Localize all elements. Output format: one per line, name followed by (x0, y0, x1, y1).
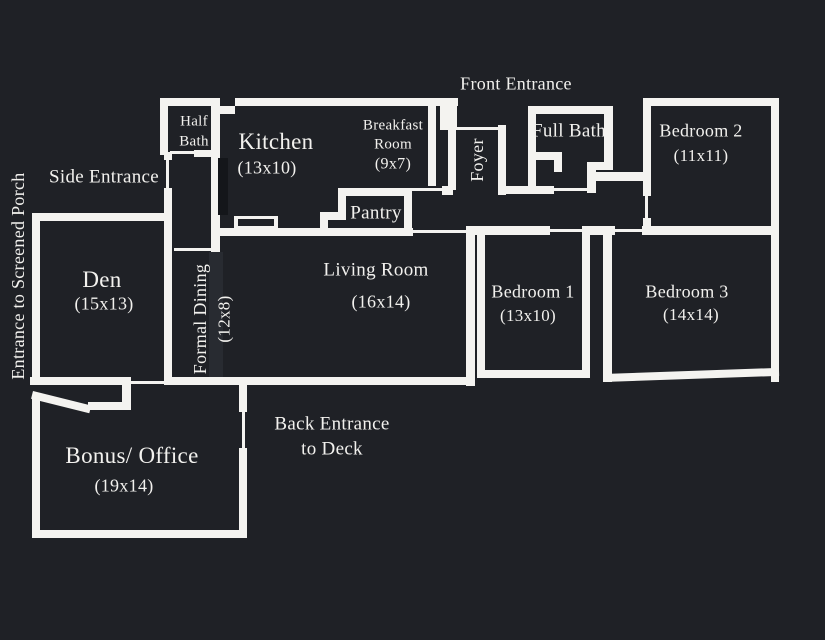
wall-segment (194, 150, 211, 157)
wall-segment (643, 98, 779, 106)
wall-segment (168, 377, 475, 385)
door-opening (166, 160, 169, 188)
wall-segment (320, 212, 346, 220)
wall-segment (88, 402, 129, 410)
wall-segment (448, 128, 456, 190)
wall-segment (164, 188, 172, 385)
formal-dining-label: Formal Dining (190, 263, 210, 375)
door-opening (457, 127, 498, 130)
door-opening (554, 188, 587, 191)
wall-inset (238, 219, 274, 226)
door-leaf (218, 158, 228, 215)
wall-segment (31, 391, 92, 414)
den-dims: (15x13) (74, 293, 134, 314)
wall-segment (596, 172, 643, 181)
back-entrance-label: Back Entrance to Deck (274, 412, 389, 461)
wall-segment (164, 152, 172, 160)
wall-segment (32, 213, 40, 381)
screened-porch-entrance-label: Entrance to Screened Porch (8, 172, 28, 380)
full-bath-label: Full Bath (532, 120, 606, 142)
side-entrance-label: Side Entrance (49, 166, 159, 188)
back-entrance-line2: to Deck (301, 438, 363, 459)
back-entrance-line1: Back Entrance (274, 413, 390, 435)
half-bath-line1: Half (180, 113, 208, 130)
wall-segment (528, 152, 562, 160)
wall-segment (440, 98, 457, 130)
foyer-label: Foyer (467, 138, 487, 182)
wall-segment (320, 212, 328, 236)
wall-segment (32, 398, 40, 538)
wall-segment (587, 162, 596, 193)
wall-segment (122, 377, 131, 410)
wall-segment (428, 106, 436, 186)
wall-segment (477, 370, 590, 378)
bedroom2-dims: (11x11) (673, 145, 729, 165)
bedroom3-label: Bedroom 3 (645, 281, 729, 302)
wall-segment (528, 106, 536, 194)
half-bath-line2: Bath (179, 133, 209, 149)
wall-segment (498, 125, 506, 195)
wall-segment (239, 377, 247, 412)
door-opening (174, 248, 211, 251)
wall-segment (466, 226, 550, 235)
wall-segment (771, 98, 779, 382)
wall-segment (477, 226, 485, 378)
breakfast-line1: Breakfast (362, 117, 424, 134)
wall-segment (582, 226, 590, 378)
bonus-office-dims: (19x14) (94, 475, 154, 496)
wall-segment (235, 98, 458, 106)
bedroom1-dims: (13x10) (500, 305, 556, 325)
wall-segment (498, 186, 554, 194)
door-opening (412, 188, 442, 191)
wall-segment (642, 226, 779, 235)
kitchen-dims: (13x10) (237, 157, 297, 178)
living-room-dims: (16x14) (351, 291, 411, 312)
breakfast-room-label: Breakfast Room (9x7) (363, 116, 423, 174)
bedroom2-label: Bedroom 2 (659, 120, 743, 141)
kitchen-label: Kitchen (238, 129, 314, 155)
wall-segment (160, 98, 168, 155)
bedroom3-dims: (14x14) (663, 304, 719, 324)
front-entrance-label: Front Entrance (460, 73, 572, 94)
wall-segment (160, 98, 220, 106)
wall-segment (220, 106, 235, 114)
door-opening (170, 151, 195, 154)
den-label: Den (82, 267, 122, 293)
bonus-office-label: Bonus/ Office (65, 443, 199, 469)
door-opening (242, 412, 245, 448)
wall-segment (32, 213, 170, 221)
wall-segment (554, 152, 562, 172)
wall-segment (587, 162, 613, 170)
wall-segment (211, 228, 413, 236)
breakfast-line2: Room (374, 136, 412, 152)
bedroom1-label: Bedroom 1 (491, 281, 575, 302)
wall-segment (603, 226, 612, 382)
wall-segment (603, 367, 780, 382)
living-room-label: Living Room (323, 259, 429, 281)
door-opening (615, 229, 642, 232)
breakfast-dims: (9x7) (374, 154, 412, 172)
wall-segment (211, 98, 220, 254)
door-opening (413, 230, 466, 233)
door-opening (131, 381, 168, 384)
wall-segment (30, 377, 122, 385)
formal-dining-dims: (12x8) (214, 295, 234, 343)
pantry-label: Pantry (350, 202, 402, 224)
half-bath-label: Half Bath (179, 113, 209, 152)
wall-segment (338, 188, 346, 218)
wall-segment (32, 530, 247, 538)
wall-segment (643, 98, 651, 196)
wall-segment (338, 188, 412, 196)
wall-segment (604, 106, 613, 170)
open-wall-shading (209, 252, 223, 377)
wall-segment (442, 186, 453, 195)
wall-segment (528, 106, 613, 114)
wall-segment (466, 226, 475, 386)
wall-segment (583, 226, 615, 235)
door-opening (645, 196, 648, 220)
wall-segment (404, 188, 412, 236)
wall-segment (239, 448, 247, 538)
door-opening (550, 229, 583, 232)
